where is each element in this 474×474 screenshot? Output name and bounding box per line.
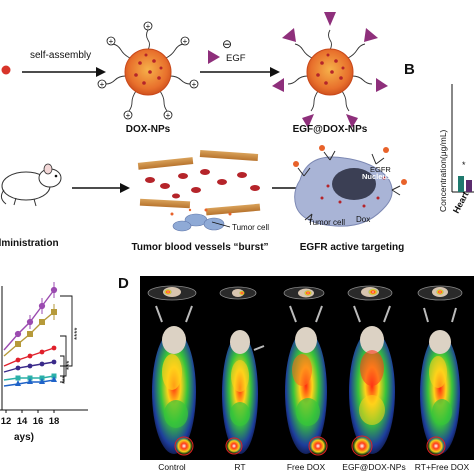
blood-vessel-illustration xyxy=(137,149,261,232)
axial-slices-row xyxy=(147,285,463,301)
group-label-free-dox: Free DOX xyxy=(287,462,326,472)
dox-np: + + + + + + + xyxy=(97,21,199,120)
assembly-arrowhead xyxy=(96,67,106,77)
svg-text:+: + xyxy=(146,22,151,31)
panel-d: D xyxy=(118,275,474,472)
panel-c-sig-mark: *** xyxy=(62,376,69,384)
svg-text:+: + xyxy=(166,111,171,120)
administration-arrowhead xyxy=(120,183,130,193)
panel-b-category-label: Heart xyxy=(451,190,471,215)
svg-text:+: + xyxy=(192,80,197,89)
petct-mouse xyxy=(420,307,460,456)
egf-addition: ⊖ EGF xyxy=(200,37,280,77)
minus-sign: ⊖ xyxy=(222,37,232,51)
panel-a-self-assembly: self-assembly xyxy=(1,50,106,77)
tumor-cell-label: Tumor cell xyxy=(232,223,269,232)
panel-b-letter: B xyxy=(404,61,415,78)
panel-c-x-tick: 16 xyxy=(33,416,44,427)
egf-dox-np xyxy=(272,12,388,128)
panel-c-sig-mark: **** xyxy=(73,328,82,340)
group-label-rt: RT xyxy=(234,462,245,472)
panel-c-xlabel: ays) xyxy=(14,432,34,443)
panel-c-x-tick: 12 xyxy=(1,416,12,427)
group-label-rt-free-dox: RT+Free DOX xyxy=(415,462,470,472)
self-assembly-label: self-assembly xyxy=(30,50,91,61)
panel-b-ylabel: Concentration(μg/mL) xyxy=(438,129,448,212)
petct-mouse xyxy=(349,305,395,457)
panel-c: **** *** *** 12 14 16 18 ays) xyxy=(0,282,88,443)
petct-mouse xyxy=(222,330,265,455)
group-label-egf-dox-nps: EGF@DOX-NPs xyxy=(342,462,405,472)
panel-c-x-tick: 18 xyxy=(49,416,60,427)
nucleus-label: Nucleus xyxy=(362,172,391,181)
panel-c-sig-mark: *** xyxy=(65,361,74,370)
egf-arrowhead xyxy=(270,67,280,77)
mouse-illustration xyxy=(0,163,62,207)
monomer-dot xyxy=(1,65,11,75)
targeting-caption: EGFR active targeting xyxy=(300,242,404,253)
coronal-body-images xyxy=(152,305,460,457)
panel-b-bar xyxy=(458,176,464,192)
svg-text:+: + xyxy=(100,80,105,89)
svg-text:+: + xyxy=(183,37,188,46)
burst-caption: Tumor blood vessels “burst” xyxy=(131,242,268,253)
egf-dox-nps-label: EGF@DOX-NPs xyxy=(293,124,368,135)
dox-nps-label: DOX-NPs xyxy=(126,124,171,135)
tumor-cell-right-label: Tumor cell xyxy=(308,218,345,227)
egfr-label: EGFR xyxy=(370,165,391,174)
panel-d-letter: D xyxy=(118,275,129,292)
panel-b: B Concentration(μg/mL) * Heart xyxy=(404,61,474,215)
svg-text:+: + xyxy=(126,111,131,120)
egf-triangle-icon xyxy=(208,50,220,64)
group-label-control: Control xyxy=(158,462,186,472)
dox-label: Dox xyxy=(356,215,370,224)
panel-b-significance: * xyxy=(462,160,466,170)
tumor-cell-illustration xyxy=(293,145,407,227)
panel-b-bar xyxy=(466,180,472,192)
panel-c-x-tick: 14 xyxy=(17,416,28,427)
petct-mouse xyxy=(152,305,196,456)
administration-label: Administration xyxy=(0,238,59,249)
panel-c-markers xyxy=(14,282,58,386)
petct-mouse xyxy=(285,305,328,456)
svg-text:+: + xyxy=(109,37,114,46)
egf-label: EGF xyxy=(226,53,246,64)
